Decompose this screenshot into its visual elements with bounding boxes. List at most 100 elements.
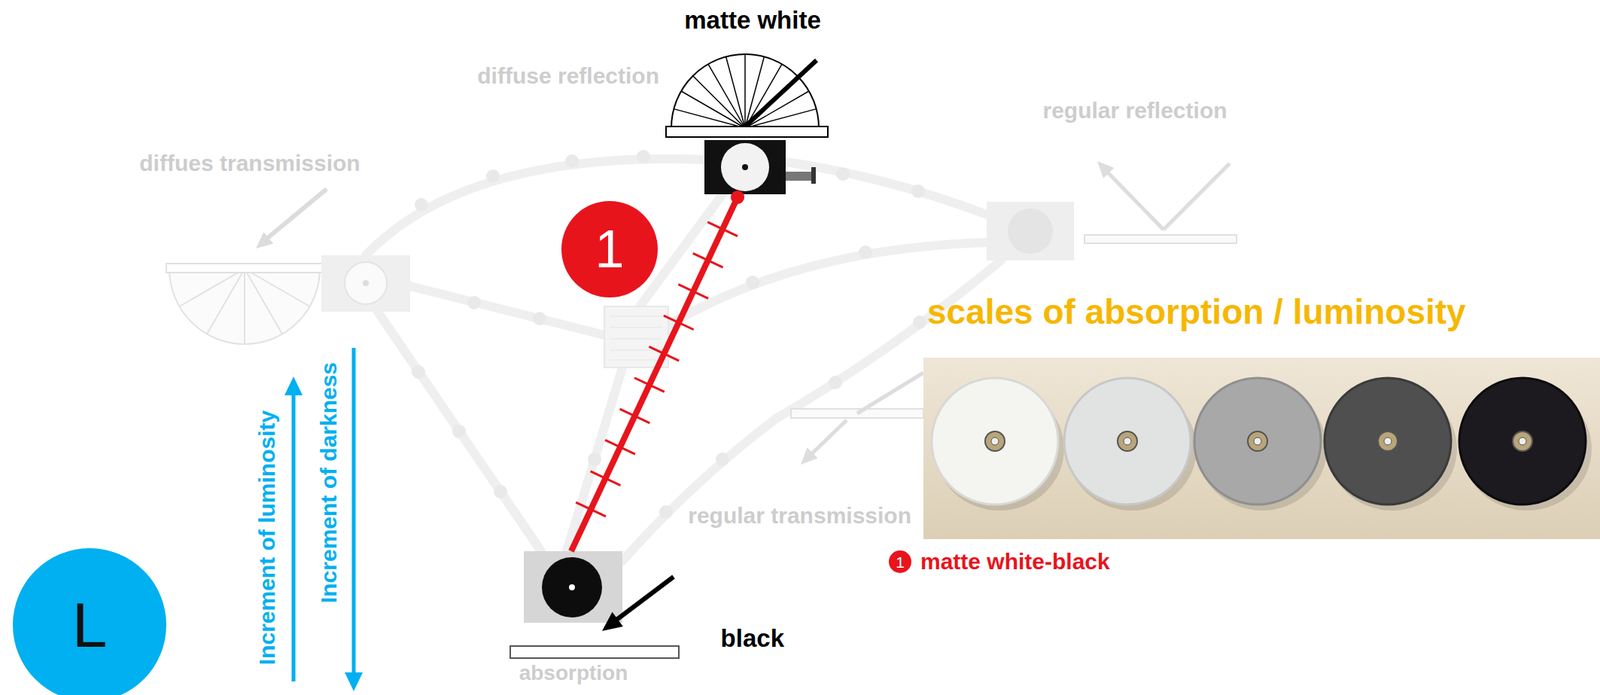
network-dot: [587, 452, 602, 466]
device-box: black: [523, 550, 788, 653]
arrow-head: [602, 611, 624, 631]
faded-network: [365, 158, 1001, 561]
device-texture: [609, 316, 663, 360]
black-device: [510, 550, 679, 658]
axis-label: Increment of darkness: [316, 361, 343, 603]
scale-disc: [1194, 377, 1321, 505]
callout-number: 1: [595, 222, 625, 276]
disc-knob: [985, 431, 1005, 451]
faded-label: diffues transmission: [136, 150, 363, 177]
knob-center: [1384, 437, 1392, 445]
network-dot: [565, 154, 579, 168]
scale-tick: [575, 501, 606, 517]
disc-knob: [568, 584, 575, 591]
knob-center: [1253, 437, 1262, 445]
scale-disc: [1324, 377, 1451, 505]
callout-number: 1: [895, 553, 905, 570]
disc-knob: [1377, 431, 1398, 451]
light-ray: [1163, 163, 1230, 230]
light-pointer: [745, 60, 817, 127]
scale-end-dot: [730, 190, 745, 204]
device-disc: [344, 261, 387, 305]
faded-transmission-symbol: [790, 372, 924, 465]
light-arrow: [615, 576, 674, 621]
scale-tick: [707, 222, 738, 237]
device-disc: [1007, 208, 1053, 254]
disc-knob: [1512, 431, 1533, 451]
device-handle: [811, 167, 816, 184]
scale-tick: [693, 252, 724, 268]
white-disc: [720, 142, 770, 192]
protractor-spokes: [671, 54, 819, 128]
heading: scales of absorption / luminosity: [927, 292, 1467, 332]
callout-caption: matte white-black: [920, 548, 1111, 575]
faded-label: regular transmission: [684, 502, 915, 530]
disc-knob: [742, 164, 749, 171]
scale-disc: [1064, 377, 1191, 505]
network-dot: [414, 197, 429, 212]
device-box: matte white: [662, 6, 843, 198]
black-disc: [541, 556, 603, 618]
network-dot: [745, 275, 760, 289]
arrow-head: [255, 231, 274, 249]
matte-white-device: [666, 54, 828, 195]
luminosity-arrow: [292, 391, 296, 682]
device-body: [523, 550, 623, 623]
scale-disc: [1459, 377, 1586, 505]
arrow-head: [344, 672, 363, 691]
network-dot: [858, 245, 873, 259]
network-line: [377, 311, 542, 551]
disc-knob: [1247, 431, 1268, 451]
protractor: [169, 268, 320, 344]
device-body: [321, 255, 411, 312]
scale-tick: [648, 346, 679, 361]
scale-disc: [931, 377, 1059, 505]
device-knob: [362, 279, 369, 286]
network-dot: [467, 295, 481, 310]
callout-circle: 1matte white-black: [888, 550, 912, 573]
device-body: [986, 201, 1074, 261]
knob-center: [1123, 437, 1132, 445]
network-dot: [659, 504, 673, 519]
light-ray: [807, 419, 847, 458]
device-body: [704, 139, 786, 195]
protractor-spokes: [169, 268, 320, 344]
network-dot: [715, 452, 730, 466]
network-dot: [486, 169, 500, 183]
faded-label: absorption: [516, 660, 632, 685]
luminosity-circle: L: [12, 547, 167, 695]
faded-label: diffuse reflection: [474, 63, 663, 90]
knob-center: [1518, 437, 1527, 445]
network-dot: [836, 167, 850, 181]
photo-ground: [923, 357, 1600, 539]
network-dot: [452, 424, 466, 439]
scale-tick: [663, 315, 694, 330]
scale-tick: [605, 439, 636, 454]
network-dot: [636, 149, 651, 164]
sample-plate: [510, 645, 679, 658]
network-dot: [493, 484, 508, 499]
scale-tick: [620, 408, 651, 423]
device-label: black: [720, 623, 788, 653]
arrow-head: [800, 447, 819, 465]
scale-tick: [590, 471, 621, 486]
knob-center: [991, 437, 999, 445]
network-dot: [912, 315, 927, 329]
faded-reflection-device: [986, 161, 1237, 261]
disc-knob: [1117, 431, 1138, 451]
network-dot: [911, 184, 925, 198]
scale-tick: [634, 377, 665, 393]
network-line: [410, 285, 605, 335]
axis-label: Increment of luminosity: [254, 410, 281, 665]
network-line: [785, 161, 987, 215]
faded-transmission-device: [166, 188, 411, 344]
mirror-plate: [1084, 234, 1237, 244]
darkness-arrow: [352, 347, 356, 676]
faded-label: regular reflection: [1039, 97, 1230, 125]
sample-plate: [166, 263, 323, 273]
network-dots: [411, 149, 927, 519]
sample-plate: [666, 126, 828, 137]
